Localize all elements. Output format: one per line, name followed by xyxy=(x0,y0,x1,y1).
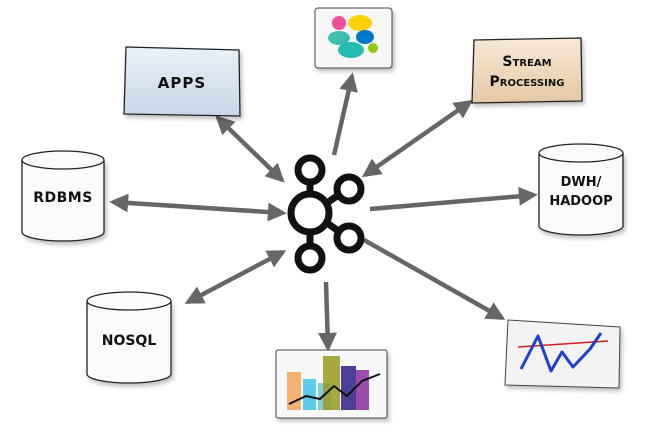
line-chart-icon xyxy=(517,332,609,373)
nosql-node: NOSQL xyxy=(86,291,172,384)
bi-chart-node xyxy=(275,349,388,419)
dwh-label-line2: HADOOP xyxy=(549,194,612,209)
connector-arrows xyxy=(109,72,538,352)
arrow-apps xyxy=(215,115,285,183)
rdbms-cylinder xyxy=(21,160,105,242)
monitor-chart-node xyxy=(504,319,621,389)
arrow-stream xyxy=(361,99,474,178)
apps-box xyxy=(123,46,241,117)
arrow-elastic xyxy=(331,72,358,156)
stream-processing-box xyxy=(471,37,583,104)
dwh-label-line1: DWH/ xyxy=(561,175,602,190)
arrow-monitor xyxy=(362,238,506,320)
elastic-node xyxy=(314,7,393,69)
dwh-hadoop-node: DWH/ HADOOP xyxy=(538,143,624,236)
stream-processing-label-line1: Stream xyxy=(502,54,551,70)
stream-processing-node: Stream Processing xyxy=(471,37,583,104)
rdbms-label: RDBMS xyxy=(33,190,93,206)
nosql-label: NOSQL xyxy=(102,333,157,349)
elastic-logo-icon xyxy=(328,15,378,58)
stream-processing-label-line2: Processing xyxy=(490,74,565,90)
arrow-bi xyxy=(318,281,337,352)
nosql-cylinder xyxy=(86,301,172,384)
arrow-rdbms xyxy=(109,193,287,222)
bar-chart-icon xyxy=(287,356,381,410)
apps-label: APPS xyxy=(158,74,206,92)
dwh-hadoop-cylinder xyxy=(538,153,624,236)
rdbms-node: RDBMS xyxy=(21,150,105,242)
arrow-dwh xyxy=(369,186,538,212)
kafka-logo-icon xyxy=(287,154,365,274)
apps-node: APPS xyxy=(123,46,241,117)
arrow-nosql xyxy=(184,250,287,304)
